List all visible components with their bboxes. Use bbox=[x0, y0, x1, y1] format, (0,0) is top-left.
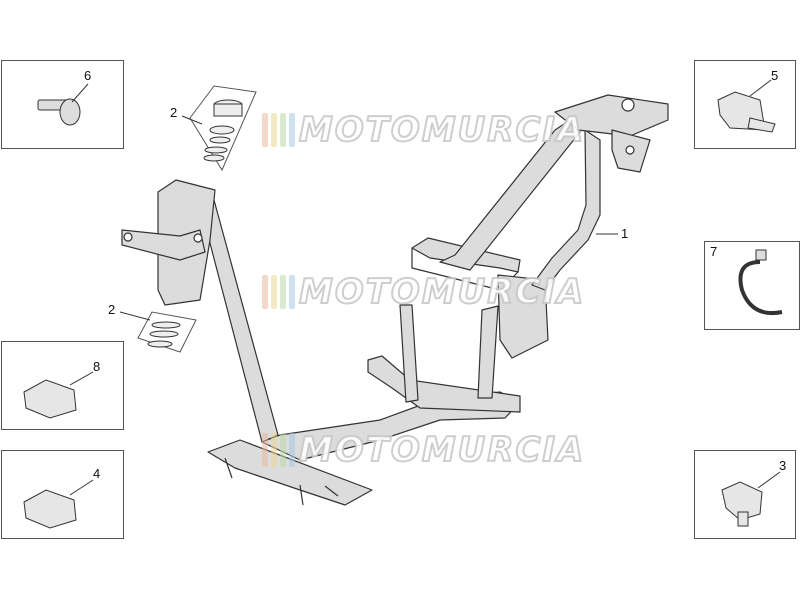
clip-part-right bbox=[721, 481, 763, 521]
callout-clip-mid: 8 bbox=[93, 359, 101, 374]
frame-cross-member bbox=[367, 355, 521, 413]
watermark-text: MOTOMURCIA bbox=[298, 429, 586, 471]
cable-tie-part bbox=[738, 249, 783, 315]
callout-clip-right: 3 bbox=[779, 458, 787, 473]
leader-lines bbox=[69, 79, 781, 496]
watermark-top: MOTOMURCIA bbox=[262, 109, 584, 151]
bearing-set-lower bbox=[137, 311, 197, 353]
callout-frame: 1 bbox=[621, 226, 629, 241]
callout-bearing-upper: 2 bbox=[170, 105, 178, 120]
bearing-set-upper bbox=[189, 85, 257, 172]
watermark-middle: MOTOMURCIA bbox=[262, 271, 584, 313]
watermark-text: MOTOMURCIA bbox=[298, 109, 586, 151]
callout-clip-low: 4 bbox=[93, 466, 101, 481]
callout-screw: 6 bbox=[84, 68, 92, 83]
clip-part-mid bbox=[23, 379, 77, 419]
clip-part-low bbox=[23, 489, 77, 529]
frame-mid-upright-right bbox=[477, 305, 499, 399]
frame-rear-loop bbox=[531, 129, 601, 291]
clamp-part bbox=[717, 91, 776, 133]
callout-cable-tie: 7 bbox=[710, 244, 718, 259]
frame-mid-upright-left bbox=[399, 304, 419, 403]
callout-bearing-lower: 2 bbox=[108, 302, 116, 317]
watermark-bottom: MOTOMURCIA bbox=[262, 429, 584, 471]
frame-down-tube bbox=[199, 199, 279, 443]
screw-part bbox=[37, 98, 81, 126]
frame-lower-plate bbox=[207, 439, 373, 506]
callout-clamp: 5 bbox=[771, 68, 779, 83]
inset-cable-tie bbox=[704, 241, 800, 330]
frame-rear-bracket bbox=[554, 94, 669, 137]
watermark-text: MOTOMURCIA bbox=[298, 271, 586, 313]
wm-bar bbox=[262, 113, 268, 147]
